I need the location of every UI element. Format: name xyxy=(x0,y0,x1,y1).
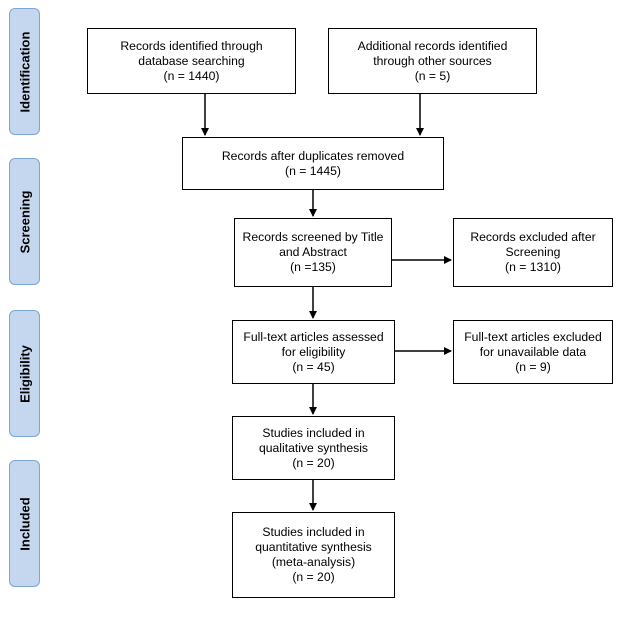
box-excluded-screening-count: (n = 1310) xyxy=(505,260,561,274)
box-records-screened-line2: and Abstract xyxy=(279,245,347,259)
box-excluded-screening-line1: Records excluded after xyxy=(470,230,596,244)
stage-screening: Screening xyxy=(9,158,40,285)
box-fulltext-excluded: Full-text articles excluded for unavaila… xyxy=(453,320,613,384)
box-fulltext-assessed-line2: for eligibility xyxy=(281,344,346,359)
stage-identification-label: Identification xyxy=(17,31,32,112)
box-other-records-line2: through other sources xyxy=(373,53,492,68)
box-excluded-screening-line2: Screening xyxy=(505,245,561,259)
box-excluded-screening: Records excluded after Screening (n = 13… xyxy=(453,218,613,287)
box-other-records: Additional records identified through ot… xyxy=(328,28,537,94)
box-database-records-line2: database searching xyxy=(138,53,245,68)
box-records-screened-line1: Records screened by Title xyxy=(242,230,384,244)
box-database-records: Records identified through database sear… xyxy=(87,28,296,94)
box-fulltext-assessed-count: (n = 45) xyxy=(292,359,335,374)
box-records-screened: Records screened by Title and Abstract (… xyxy=(234,218,392,287)
box-other-records-line1: Additional records identified xyxy=(357,38,508,53)
box-after-duplicates-line1: Records after duplicates removed xyxy=(221,148,405,163)
box-records-screened-count: (n =135) xyxy=(290,260,336,274)
stage-eligibility: Eligibility xyxy=(9,310,40,437)
box-fulltext-assessed: Full-text articles assessed for eligibil… xyxy=(232,320,395,384)
stage-screening-label: Screening xyxy=(17,190,32,253)
box-fulltext-excluded-line2: for unavailable data xyxy=(479,344,587,359)
box-quantitative-synthesis-line1: Studies included in xyxy=(262,525,365,539)
box-fulltext-excluded-count: (n = 9) xyxy=(515,359,551,374)
box-fulltext-excluded-line1: Full-text articles excluded xyxy=(464,329,602,344)
box-qualitative-synthesis: Studies included in qualitative synthesi… xyxy=(232,416,395,480)
box-qualitative-synthesis-line2: qualitative synthesis xyxy=(258,440,369,455)
stage-included-label: Included xyxy=(17,496,32,551)
box-after-duplicates-count: (n = 1445) xyxy=(285,163,341,178)
box-fulltext-assessed-line1: Full-text articles assessed xyxy=(243,329,384,344)
box-database-records-line1: Records identified through xyxy=(120,38,263,53)
box-quantitative-synthesis-line3: (meta-analysis) xyxy=(271,555,356,569)
box-database-records-count: (n = 1440) xyxy=(163,68,220,83)
box-quantitative-synthesis: Studies included in quantitative synthes… xyxy=(232,512,395,598)
box-quantitative-synthesis-line2: quantitative synthesis xyxy=(255,540,372,554)
box-qualitative-synthesis-count: (n = 20) xyxy=(292,455,335,470)
box-qualitative-synthesis-line1: Studies included in xyxy=(262,425,365,440)
box-other-records-count: (n = 5) xyxy=(414,68,451,83)
box-after-duplicates: Records after duplicates removed (n = 14… xyxy=(182,137,444,190)
stage-eligibility-label: Eligibility xyxy=(17,344,32,403)
box-quantitative-synthesis-count: (n = 20) xyxy=(292,570,335,584)
stage-included: Included xyxy=(9,460,40,587)
stage-identification: Identification xyxy=(9,8,40,135)
